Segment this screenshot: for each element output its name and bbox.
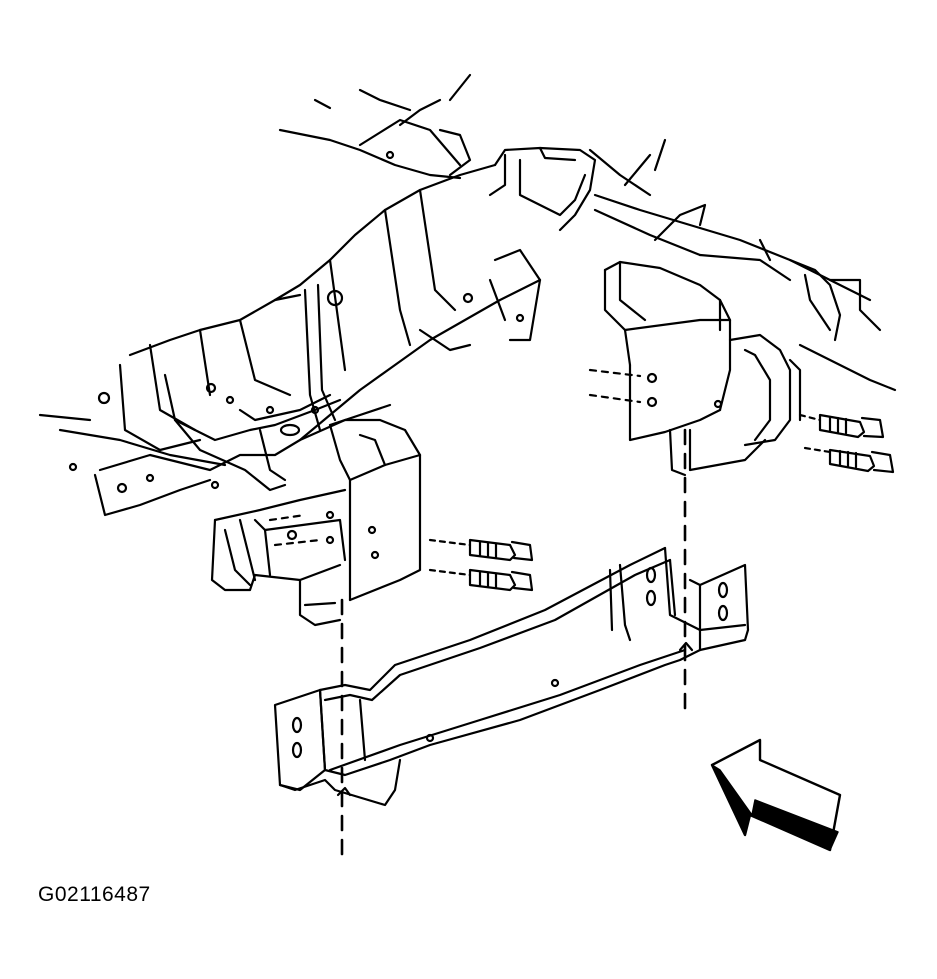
alignment-lines (340, 428, 687, 862)
bolts (428, 413, 895, 592)
left-engine-mount (163, 373, 422, 627)
figure-id-label: G02116487 (38, 883, 151, 906)
view-arrow-icon (710, 738, 842, 852)
crossmember (273, 546, 750, 807)
frame (38, 73, 897, 517)
right-engine-mount (588, 260, 802, 477)
